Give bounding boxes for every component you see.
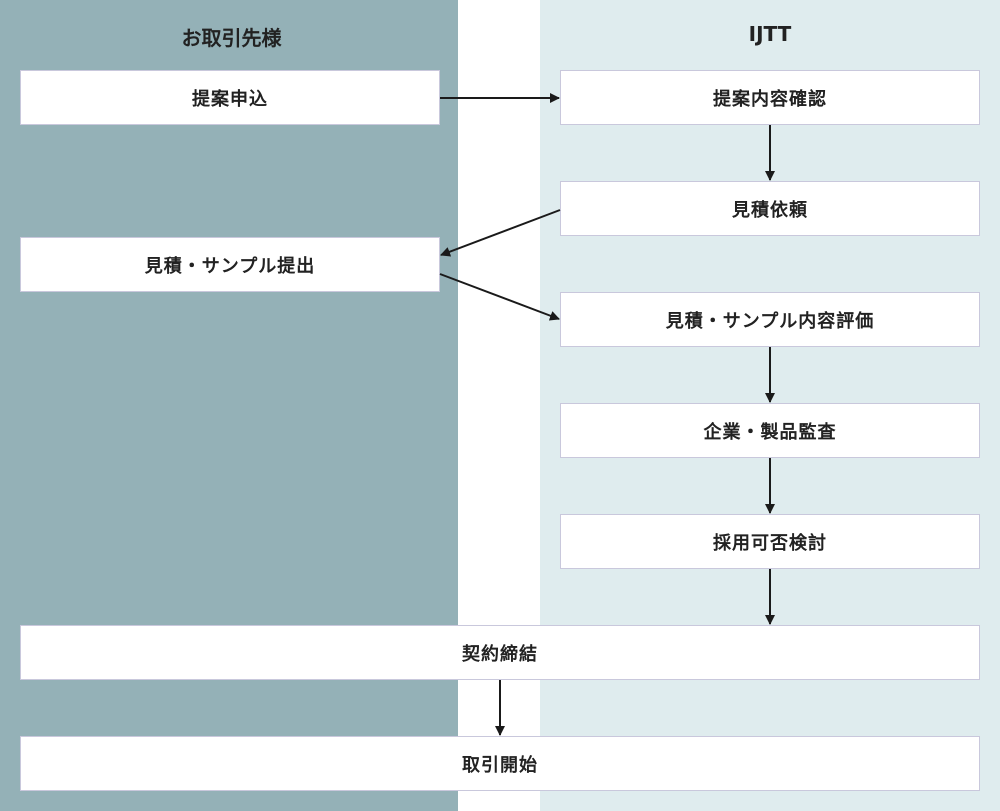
step-proposal-review: 提案内容確認 (560, 70, 980, 125)
step-start: 取引開始 (20, 736, 980, 791)
step-quote-sample-eval: 見積・サンプル内容評価 (560, 292, 980, 347)
step-proposal: 提案申込 (20, 70, 440, 125)
step-contract: 契約締結 (20, 625, 980, 680)
step-quote-sample-submit: 見積・サンプル提出 (20, 237, 440, 292)
step-adoption-review: 採用可否検討 (560, 514, 980, 569)
arrow-request-to-submit (440, 209, 561, 257)
arrow-submit-to-eval (439, 273, 560, 321)
lane-title-ijtt: IJTT (748, 22, 792, 46)
step-quote-request: 見積依頼 (560, 181, 980, 236)
step-audit: 企業・製品監査 (560, 403, 980, 458)
lane-title-supplier: お取引先様 (181, 26, 282, 50)
